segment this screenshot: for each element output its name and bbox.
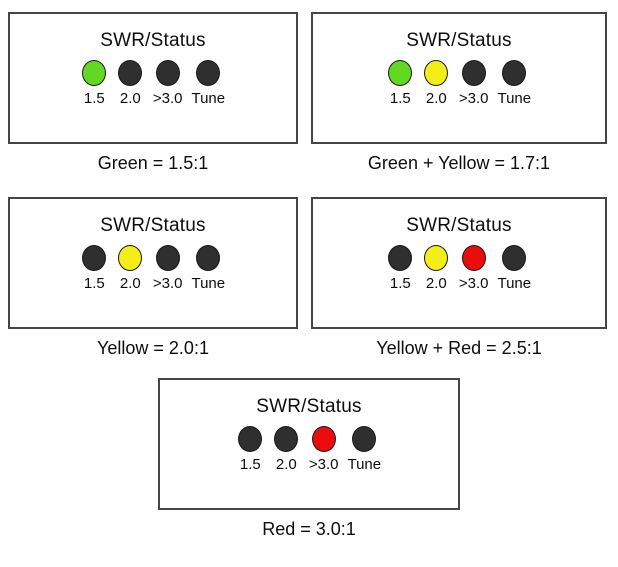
- swr-panel-group-green-yellow: SWR/Status 1.5 2.0 >3.0 Tune Green + Yel…: [311, 12, 607, 174]
- panel-caption: Green + Yellow = 1.7:1: [367, 153, 551, 173]
- swr-status-panel: SWR/Status 1.5 2.0 >3.0 Tune: [158, 378, 460, 510]
- led-label-3-0: >3.0: [152, 275, 183, 292]
- swr-status-panel: SWR/Status 1.5 2.0 >3.0 Tune: [8, 12, 298, 144]
- panel-caption: Yellow = 2.0:1: [97, 338, 209, 358]
- led-3-0: [461, 60, 486, 86]
- led-label-1-5: 1.5: [239, 456, 261, 473]
- led-1-5: [388, 60, 413, 86]
- led-3-0: [155, 245, 180, 271]
- panel-title: SWR/Status: [256, 396, 362, 417]
- led-2-0: [118, 60, 143, 86]
- panel-caption: Red = 3.0:1: [262, 519, 356, 539]
- led-label-2-0: 2.0: [425, 90, 447, 107]
- led-label-1-5: 1.5: [389, 90, 411, 107]
- led-label-3-0: >3.0: [152, 90, 183, 107]
- led-1-5: [82, 60, 107, 86]
- led-label-1-5: 1.5: [83, 275, 105, 292]
- led-column-3-0: >3.0: [308, 426, 339, 473]
- led-column-1-5: 1.5: [387, 245, 414, 292]
- led-column-tune: Tune: [497, 60, 531, 107]
- led-2-0: [274, 426, 299, 452]
- led-column-1-5: 1.5: [237, 426, 264, 473]
- panel-caption: Green = 1.5:1: [97, 153, 209, 173]
- led-2-0: [424, 245, 449, 271]
- led-1-5: [82, 245, 107, 271]
- led-tune: [196, 245, 221, 271]
- led-column-3-0: >3.0: [458, 60, 489, 107]
- panel-title: SWR/Status: [100, 215, 206, 236]
- led-label-2-0: 2.0: [425, 275, 447, 292]
- led-column-1-5: 1.5: [387, 60, 414, 107]
- led-column-tune: Tune: [191, 245, 225, 292]
- led-label-2-0: 2.0: [119, 275, 141, 292]
- panel-title: SWR/Status: [406, 215, 512, 236]
- led-row: 1.5 2.0 >3.0 Tune: [81, 60, 225, 107]
- panel-caption: Yellow + Red = 2.5:1: [376, 338, 542, 358]
- led-column-2-0: 2.0: [423, 60, 450, 107]
- led-column-2-0: 2.0: [117, 60, 144, 107]
- led-2-0: [424, 60, 449, 86]
- led-3-0: [461, 245, 486, 271]
- led-2-0: [118, 245, 143, 271]
- led-column-tune: Tune: [497, 245, 531, 292]
- led-row: 1.5 2.0 >3.0 Tune: [81, 245, 225, 292]
- led-column-tune: Tune: [191, 60, 225, 107]
- swr-status-panel: SWR/Status 1.5 2.0 >3.0 Tune: [8, 197, 298, 329]
- led-label-tune: Tune: [347, 456, 382, 473]
- swr-status-panel: SWR/Status 1.5 2.0 >3.0 Tune: [311, 12, 607, 144]
- led-1-5: [238, 426, 263, 452]
- led-column-3-0: >3.0: [152, 245, 183, 292]
- led-label-tune: Tune: [191, 275, 226, 292]
- led-label-tune: Tune: [191, 90, 226, 107]
- led-3-0: [311, 426, 336, 452]
- led-label-3-0: >3.0: [458, 90, 489, 107]
- led-tune: [502, 60, 527, 86]
- led-label-1-5: 1.5: [389, 275, 411, 292]
- led-3-0: [155, 60, 180, 86]
- led-label-tune: Tune: [497, 90, 532, 107]
- led-column-2-0: 2.0: [273, 426, 300, 473]
- led-column-3-0: >3.0: [152, 60, 183, 107]
- led-column-1-5: 1.5: [81, 245, 108, 292]
- swr-panel-group-yellow-red: SWR/Status 1.5 2.0 >3.0 Tune Yellow + Re…: [311, 197, 607, 359]
- led-tune: [352, 426, 377, 452]
- led-column-2-0: 2.0: [423, 245, 450, 292]
- led-1-5: [388, 245, 413, 271]
- panel-title: SWR/Status: [100, 30, 206, 51]
- led-label-tune: Tune: [497, 275, 532, 292]
- led-tune: [196, 60, 221, 86]
- led-label-2-0: 2.0: [119, 90, 141, 107]
- led-column-1-5: 1.5: [81, 60, 108, 107]
- led-label-3-0: >3.0: [308, 456, 339, 473]
- led-label-3-0: >3.0: [458, 275, 489, 292]
- swr-status-panel: SWR/Status 1.5 2.0 >3.0 Tune: [311, 197, 607, 329]
- swr-panel-group-green: SWR/Status 1.5 2.0 >3.0 Tune Green = 1.5…: [8, 12, 298, 174]
- led-column-2-0: 2.0: [117, 245, 144, 292]
- led-column-3-0: >3.0: [458, 245, 489, 292]
- led-label-1-5: 1.5: [83, 90, 105, 107]
- led-label-2-0: 2.0: [275, 456, 297, 473]
- led-row: 1.5 2.0 >3.0 Tune: [237, 426, 381, 473]
- swr-panel-group-red: SWR/Status 1.5 2.0 >3.0 Tune Red = 3.0:1: [158, 378, 460, 540]
- led-row: 1.5 2.0 >3.0 Tune: [387, 245, 531, 292]
- led-tune: [502, 245, 527, 271]
- panel-title: SWR/Status: [406, 30, 512, 51]
- led-row: 1.5 2.0 >3.0 Tune: [387, 60, 531, 107]
- swr-panel-group-yellow: SWR/Status 1.5 2.0 >3.0 Tune Yellow = 2.…: [8, 197, 298, 359]
- led-column-tune: Tune: [347, 426, 381, 473]
